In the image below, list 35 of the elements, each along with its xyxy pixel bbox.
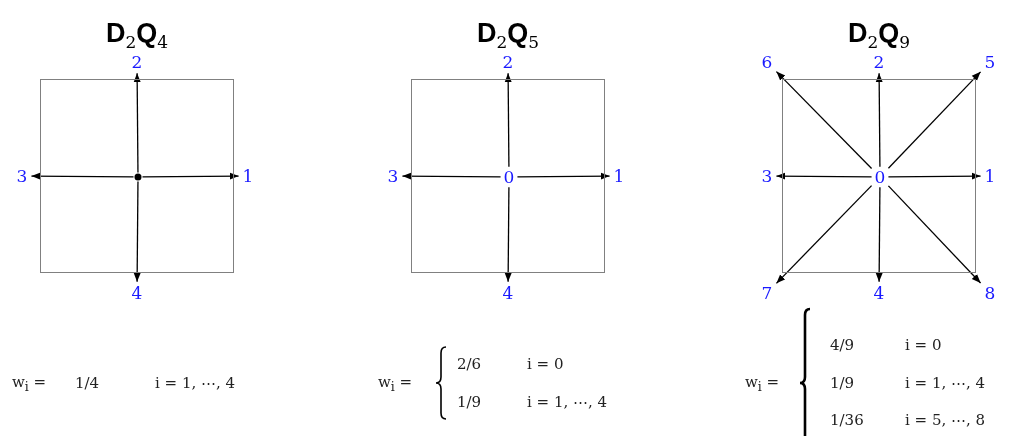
weight-formula: w$_{i}$ =	[378, 372, 413, 394]
arrow	[875, 72, 883, 168]
arrow	[775, 172, 873, 180]
arrow	[504, 186, 512, 283]
weight-formula: 1/4	[75, 374, 100, 392]
weight-formula: 4/9	[830, 336, 855, 354]
arrow	[516, 172, 611, 180]
arrow	[887, 185, 982, 284]
weight-formula: i = 1, ⋯, 4	[155, 374, 236, 392]
weight-formula: 2/6	[457, 355, 482, 373]
arrow	[401, 172, 502, 180]
weight-formula: 1/9	[457, 393, 482, 411]
arrow	[887, 71, 982, 169]
lattice-heading: D$_{2}$Q$_{4}$	[105, 18, 169, 53]
arrow	[887, 172, 982, 180]
lattice-heading: D$_{2}$Q$_{9}$	[847, 18, 911, 53]
arrow	[133, 180, 141, 283]
arrow	[875, 186, 883, 283]
arrow	[504, 72, 512, 168]
arrow	[141, 172, 240, 180]
weight-formula: 1/36	[830, 411, 864, 429]
weight-formula: i = 1, ⋯, 4	[905, 374, 986, 392]
weight-formula: 1/9	[830, 374, 855, 392]
center-dot	[134, 173, 142, 181]
arrow	[775, 185, 873, 284]
weight-formula: i = 0	[527, 355, 564, 373]
weight-formula: w$_{i}$ =	[12, 372, 47, 394]
weight-formula: i = 1, ⋯, 4	[527, 393, 608, 411]
weight-formula: i = 0	[905, 336, 942, 354]
arrow	[30, 172, 135, 180]
arrow	[133, 72, 141, 174]
weight-formula: i = 5, ⋯, 8	[905, 411, 986, 429]
arrow	[775, 70, 873, 170]
lattice-heading: D$_{2}$Q$_{5}$	[476, 18, 540, 53]
weight-formula: w$_{i}$ =	[745, 372, 780, 394]
